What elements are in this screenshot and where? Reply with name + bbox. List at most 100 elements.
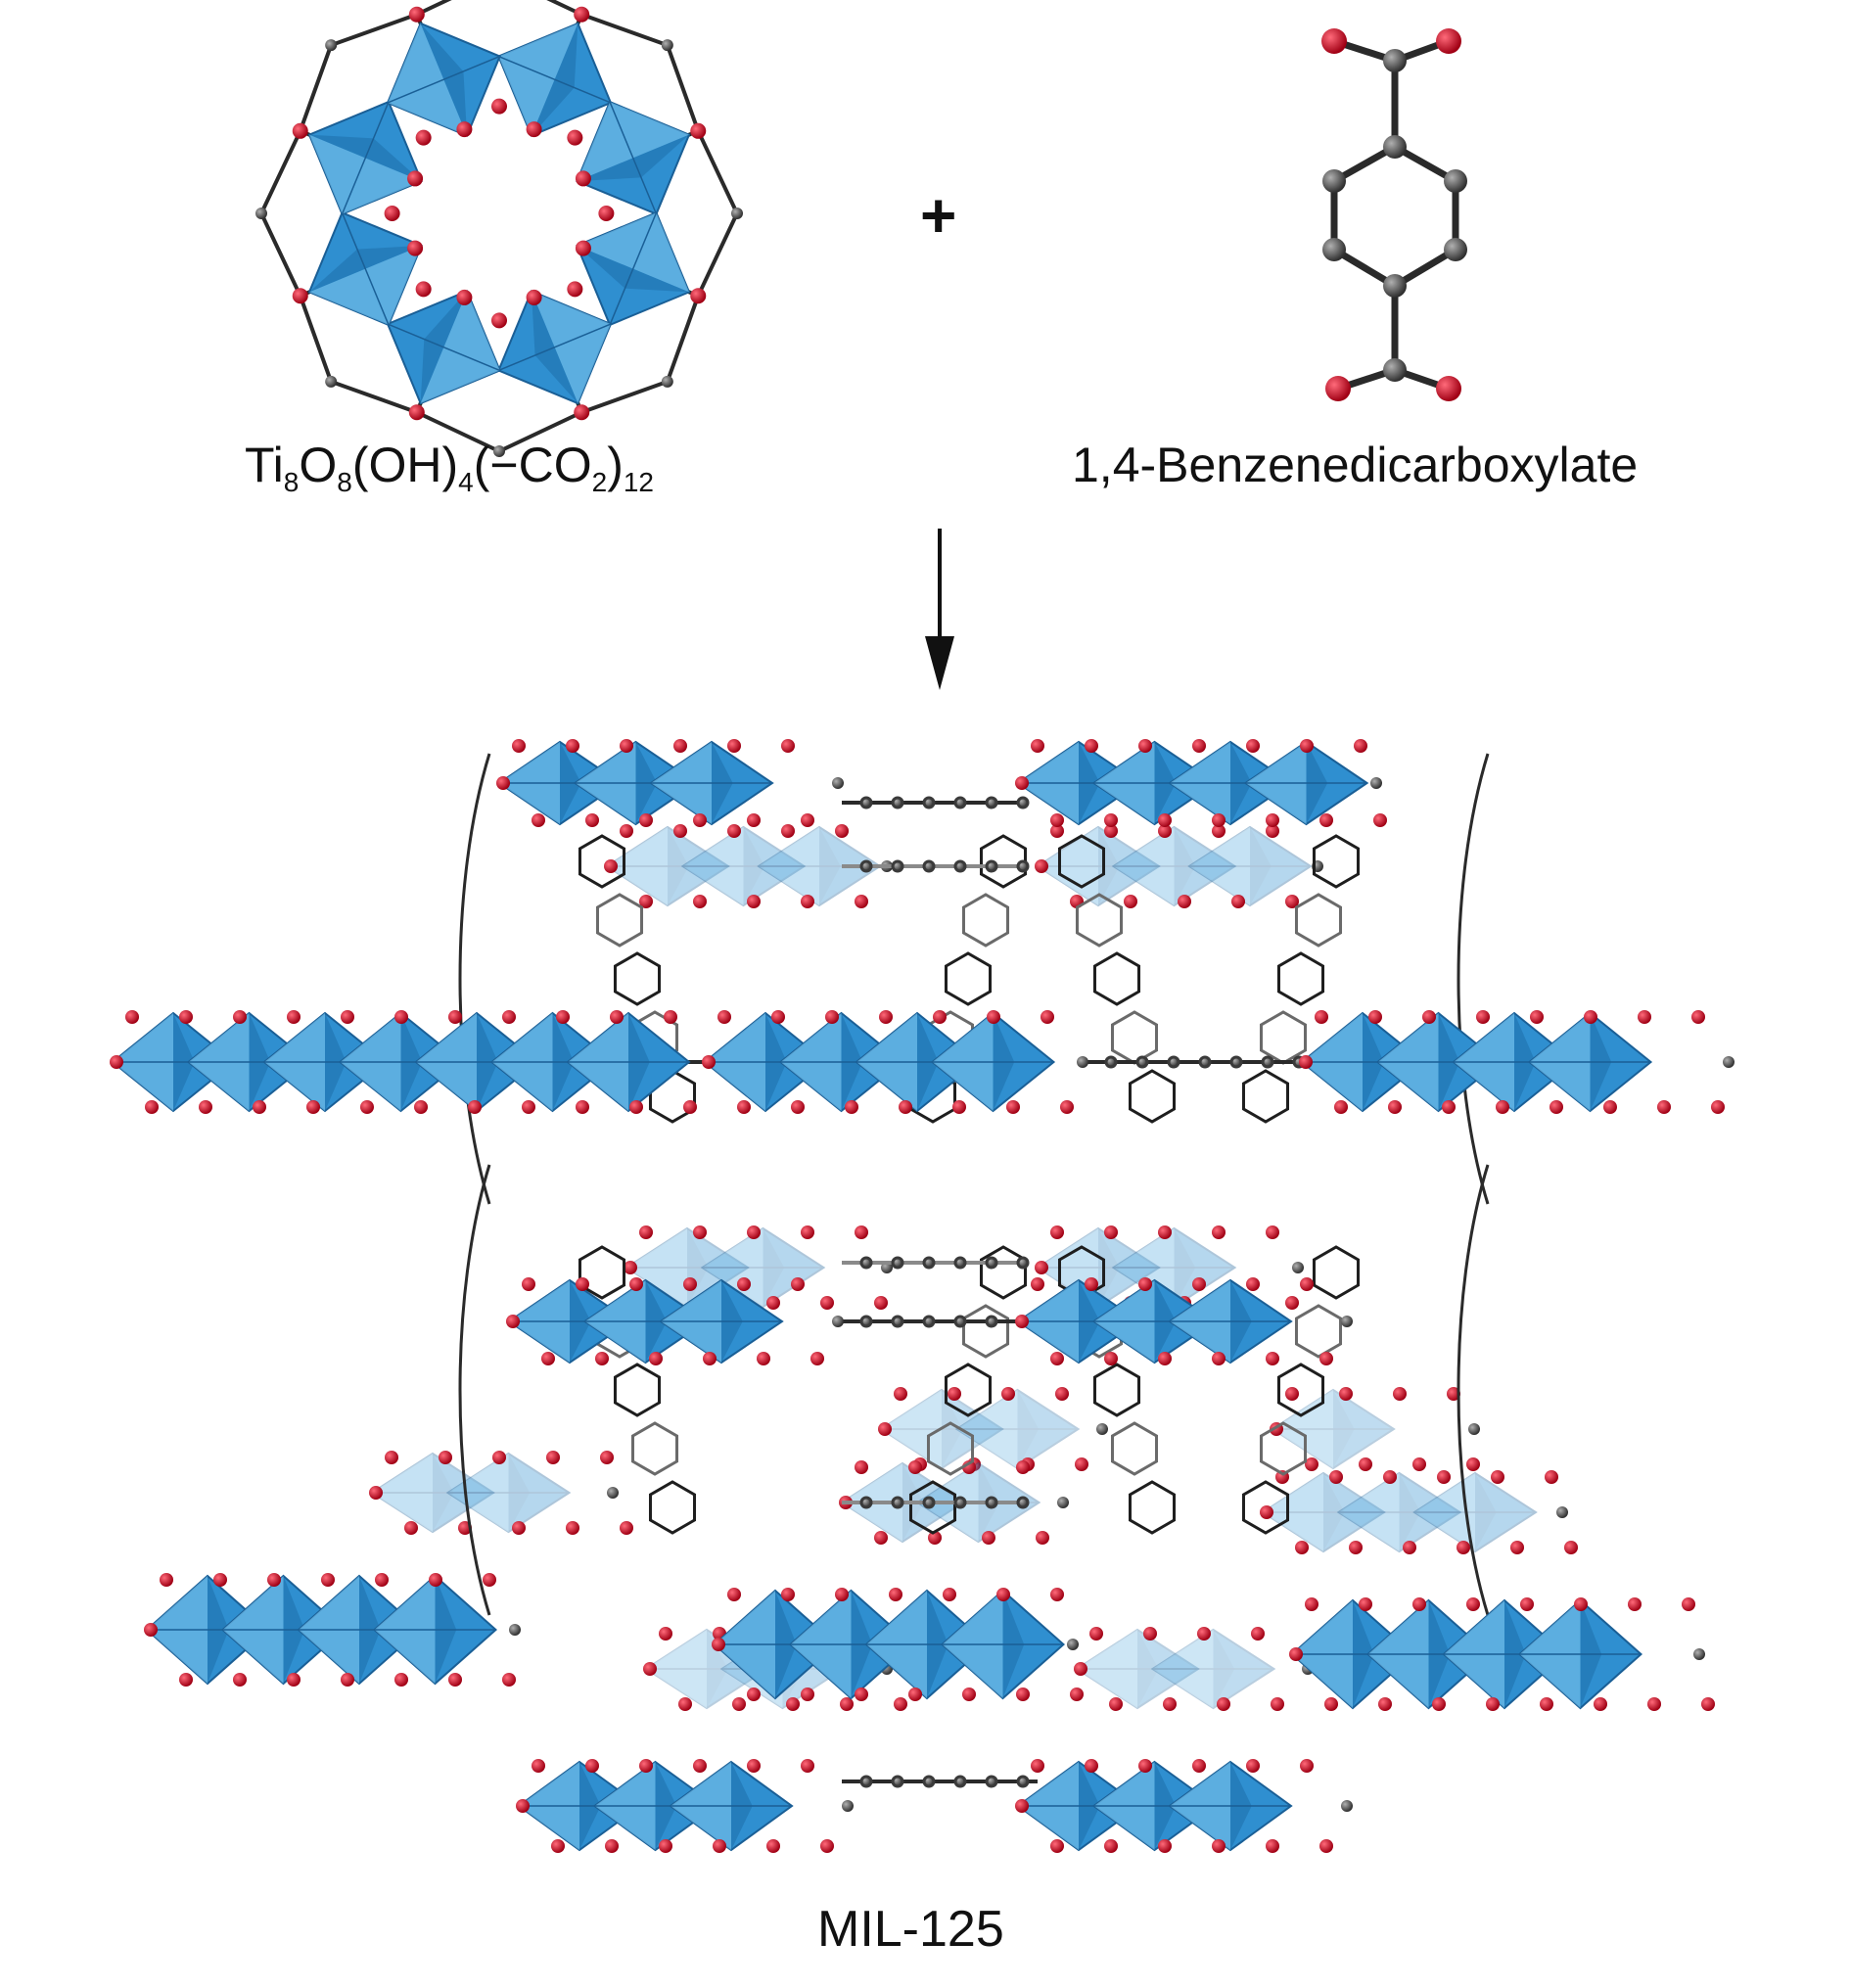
oxygen-atom	[1319, 1839, 1333, 1853]
benzene-ring	[1241, 1069, 1290, 1124]
octahedron-edge	[387, 323, 500, 372]
oxygen-atom	[673, 739, 687, 753]
carbon-atom	[891, 1256, 904, 1270]
oxygen-atom	[1192, 1277, 1206, 1291]
oxygen-atom	[1109, 1697, 1123, 1711]
oxygen-atom	[287, 1010, 301, 1024]
octahedron-face-dark	[1174, 1228, 1196, 1307]
benzene-ring	[1110, 1010, 1159, 1065]
carbon-atom	[859, 1256, 873, 1270]
cluster-formula-label: Ti8O8(OH)4(−CO2)12	[245, 440, 654, 496]
oxygen-atom	[1486, 1697, 1500, 1711]
oxygen-atom	[1339, 1387, 1353, 1401]
oxygen-atom	[1271, 1697, 1284, 1711]
oxygen-atom	[556, 1010, 570, 1024]
oxygen-atom	[1266, 1225, 1279, 1239]
oxygen-atom	[840, 1697, 854, 1711]
tio6-octahedron	[940, 1589, 1066, 1700]
octahedron-face-light	[759, 827, 819, 905]
benzene-ring	[1312, 834, 1361, 889]
oxygen-atom	[1496, 1100, 1509, 1114]
benzene-ring	[1276, 1363, 1325, 1417]
oxygen-atom	[781, 1588, 795, 1601]
oxygen-atom	[1359, 1597, 1372, 1611]
carbon-atom	[1322, 238, 1346, 261]
oxygen-atom	[292, 288, 308, 304]
benzene-ring	[578, 834, 626, 889]
oxygen-atom	[1138, 1277, 1152, 1291]
oxygen-atom	[1300, 1759, 1314, 1773]
octahedron-face-light	[607, 827, 668, 905]
octahedra-chain	[110, 1010, 726, 1114]
ring-bond	[1330, 246, 1399, 290]
oxygen-atom	[1251, 1627, 1265, 1641]
formula-subscript: 12	[623, 467, 654, 497]
oxygen-atom	[1031, 1759, 1044, 1773]
oxygen-atom	[415, 129, 432, 146]
oxygen-atom	[879, 1010, 893, 1024]
oxygen-atom	[801, 1759, 814, 1773]
oxygen-atom	[1036, 1531, 1049, 1545]
oxygen-atom	[1691, 1010, 1705, 1024]
oxygen-atom	[267, 1573, 281, 1587]
oxygen-atom	[375, 1573, 389, 1587]
oxygen-atom	[835, 824, 849, 838]
oxygen-atom	[1378, 1697, 1392, 1711]
oxygen-atom	[1050, 824, 1064, 838]
octahedra-chain	[604, 824, 893, 908]
oxygen-atom	[541, 1352, 555, 1365]
octahedra-chain	[1260, 1470, 1578, 1554]
carbon-atom	[1468, 1423, 1480, 1435]
oxygen-atom	[747, 1759, 761, 1773]
tio6-octahedron	[669, 1760, 794, 1852]
oxygen-atom	[1070, 1687, 1084, 1701]
oxygen-atom	[1158, 813, 1172, 827]
carbon-atom	[1383, 358, 1407, 382]
tio6-octahedron	[1091, 1278, 1218, 1364]
tio6-octahedron	[1336, 1471, 1462, 1553]
oxygen-atom	[1564, 1541, 1578, 1554]
oxygen-atom	[1055, 1387, 1069, 1401]
oxygen-atom	[1158, 1352, 1172, 1365]
oxygen-atom	[1466, 1457, 1480, 1471]
carbon-atom	[953, 1256, 967, 1270]
carbon-atom	[985, 1496, 998, 1509]
oxygen-atom	[620, 1521, 633, 1535]
oxygen-atom	[1158, 1839, 1172, 1853]
oxygen-atom	[766, 1296, 780, 1310]
oxygen-atom	[629, 1277, 643, 1291]
oxygen-atom	[855, 1460, 868, 1474]
oxygen-atom	[747, 813, 761, 827]
octahedra-chain	[712, 1588, 1084, 1701]
octahedron-face-light	[531, 291, 611, 404]
formula-text: Ti	[245, 438, 284, 492]
oxygen-atom	[526, 121, 542, 138]
tio6-octahedron	[1168, 740, 1293, 826]
oxygen-atom	[1305, 1457, 1318, 1471]
oxygen-atom	[341, 1010, 354, 1024]
carbon-atom	[985, 796, 998, 809]
octahedron-face-light	[1338, 1473, 1400, 1551]
oxygen-atom	[624, 1261, 637, 1274]
benzene-ring	[908, 1480, 957, 1535]
tio6-octahedron	[1527, 1011, 1653, 1113]
octahedron-face	[1111, 825, 1237, 907]
octahedron-face-light	[420, 291, 500, 404]
tio6-octahedron	[713, 1589, 838, 1700]
octahedron-face-light	[1113, 827, 1175, 905]
oxygen-atom	[1158, 1225, 1172, 1239]
octahedron-edge	[609, 212, 658, 326]
octahedra-chain	[1270, 1387, 1480, 1471]
oxygen-atom	[908, 1687, 922, 1701]
carbon-atom	[953, 796, 967, 809]
formula-text: O	[299, 438, 338, 492]
oxygen-atom	[1212, 1352, 1226, 1365]
carbon-atom	[922, 1315, 936, 1328]
octahedron-face-dark	[1098, 827, 1120, 905]
oxygen-atom	[737, 1277, 751, 1291]
oxygen-atom	[1383, 1470, 1397, 1484]
oxygen-atom	[414, 1100, 428, 1114]
octahedron-face-light	[308, 245, 422, 325]
oxygen-atom	[408, 404, 425, 421]
benzene-ring	[944, 951, 993, 1006]
